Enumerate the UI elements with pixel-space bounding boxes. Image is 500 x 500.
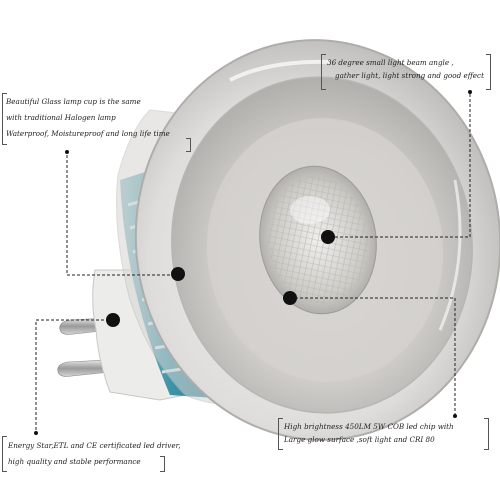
driver-annotation: Energy Star,ETL and CE certificated led … (8, 438, 181, 470)
beam-annotation: 36 degree small light beam angle , gathe… (327, 56, 484, 82)
glass-line-1: Beautiful Glass lamp cup is the same (6, 97, 141, 106)
chip-line-2: Large glow surface ,soft light and CRI 8… (284, 435, 435, 444)
driver-line-2: high quality and stable performance (8, 457, 141, 466)
marker-beam (321, 230, 335, 244)
marker-chip (283, 291, 297, 305)
beam-line-1: 36 degree small light beam angle , (327, 58, 454, 67)
glass-annotation: Beautiful Glass lamp cup is the same wit… (6, 94, 170, 142)
marker-driver (106, 313, 120, 327)
chip-annotation: High brightness 450LM 5W COB led chip wi… (284, 420, 454, 446)
beam-line-2: gather light, light strong and good effe… (335, 71, 484, 80)
chip-line-1: High brightness 450LM 5W COB led chip wi… (284, 422, 454, 431)
annotation-markers (34, 90, 472, 435)
leader-lines (35, 90, 471, 435)
glass-line-3: Waterproof, Moistureproof and long life … (6, 129, 170, 138)
glass-line-2: with traditional Halogen lamp (6, 113, 116, 122)
driver-line-1: Energy Star,ETL and CE certificated led … (8, 441, 181, 450)
marker-glass (171, 267, 185, 281)
